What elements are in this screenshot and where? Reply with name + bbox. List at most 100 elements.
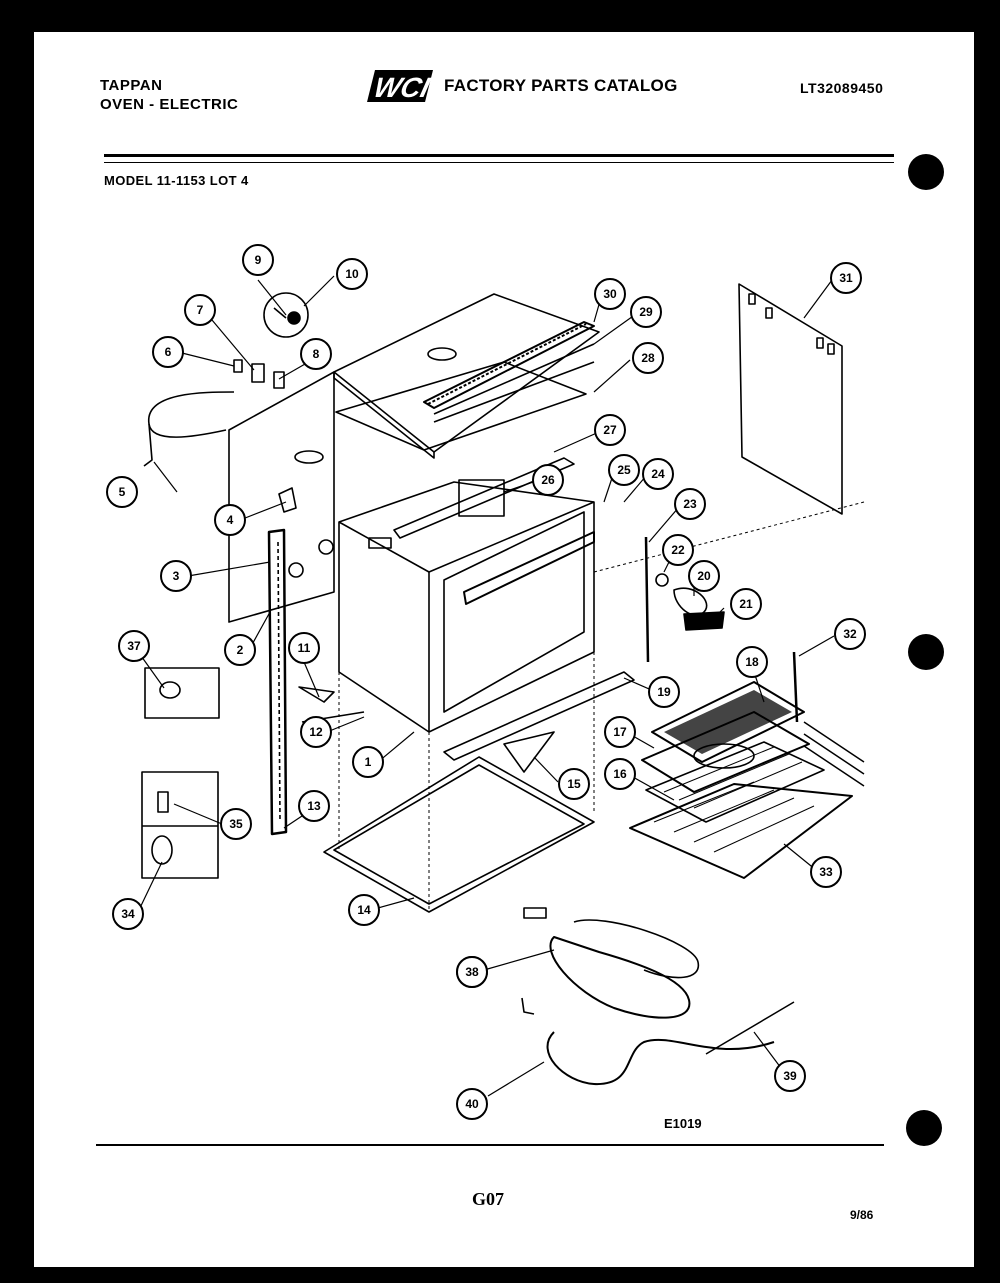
callout-number: 23 xyxy=(683,497,697,511)
callout-bubble xyxy=(632,342,664,374)
power-cord-part xyxy=(148,391,235,438)
callout-bubble xyxy=(642,458,674,490)
callout-30: 30 xyxy=(594,278,626,310)
callout-17: 17 xyxy=(604,716,636,748)
oven-vent-part-26 xyxy=(458,479,505,517)
callout-29: 29 xyxy=(630,296,662,328)
callout-number: 16 xyxy=(613,767,627,781)
broil-element-40 xyxy=(546,1031,775,1086)
bracket-7-part xyxy=(251,363,265,383)
callout-number: 27 xyxy=(603,423,617,437)
part-37-ring xyxy=(159,681,181,699)
callout-31: 31 xyxy=(830,262,862,294)
side-panel-slot xyxy=(294,450,324,464)
callout-number: 20 xyxy=(697,569,711,583)
catalog-title: FACTORY PARTS CATALOG xyxy=(444,76,678,95)
rod-23-part xyxy=(644,536,650,663)
thermostat-21-part xyxy=(683,611,725,631)
wci-logo: WCI xyxy=(364,66,444,106)
callout-bubble xyxy=(300,338,332,370)
oven-rack-33-bars xyxy=(653,781,815,853)
callout-number: 8 xyxy=(313,347,320,361)
bottom-panel-inner xyxy=(333,764,585,905)
callout-number: 11 xyxy=(298,641,311,655)
callout-bubble xyxy=(810,856,842,888)
callout-bubble xyxy=(674,488,706,520)
callout-27: 27 xyxy=(594,414,626,446)
callout-number: 26 xyxy=(541,473,555,487)
callout-number: 39 xyxy=(783,1069,797,1083)
callout-bubble xyxy=(830,262,862,294)
knob-shaft xyxy=(273,307,287,319)
rail-28-part xyxy=(433,361,595,423)
callout-bubble xyxy=(300,716,332,748)
bake-element-38 xyxy=(549,936,691,1019)
callout-24: 24 xyxy=(642,458,674,490)
callout-number: 33 xyxy=(819,865,833,879)
callout-32: 32 xyxy=(834,618,866,650)
grommet-22-part xyxy=(655,573,669,587)
callout-8: 8 xyxy=(300,338,332,370)
callout-33: 33 xyxy=(810,856,842,888)
leader-lines xyxy=(133,275,835,1097)
rack-side-rails xyxy=(803,721,865,787)
callout-number: 5 xyxy=(119,485,126,499)
callout-number: 10 xyxy=(345,267,359,281)
callout-bubble xyxy=(160,560,192,592)
oven-rail-25 xyxy=(463,531,595,605)
callout-18: 18 xyxy=(736,646,768,678)
callout-number: 28 xyxy=(641,351,655,365)
back-panel-slot-4 xyxy=(827,343,835,355)
callout-layer: 1234567891011121314151617181920212223242… xyxy=(106,244,866,1120)
oven-opening xyxy=(443,511,585,713)
side-panel-hole-1 xyxy=(318,539,334,555)
oven-rail-27 xyxy=(393,457,575,539)
broiler-grid-18 xyxy=(651,681,805,763)
callout-number: 24 xyxy=(651,467,665,481)
callout-number: 4 xyxy=(227,513,234,527)
callout-bubble xyxy=(214,504,246,536)
callout-bubble xyxy=(532,464,564,496)
callout-11: 11 xyxy=(288,632,320,664)
oven-liner-top-edge xyxy=(428,501,595,573)
back-panel-part xyxy=(738,283,843,515)
callout-39: 39 xyxy=(774,1060,806,1092)
knob-detail-circle xyxy=(263,292,309,338)
callout-number: 38 xyxy=(465,965,479,979)
bracket-6-part xyxy=(233,359,243,373)
callout-bubble xyxy=(352,746,384,778)
hinge-15-part xyxy=(503,731,555,773)
element-terminal xyxy=(523,907,547,919)
callout-number: 12 xyxy=(309,725,323,739)
rod-32-part xyxy=(792,651,799,723)
callout-number: 14 xyxy=(357,903,371,917)
footer-rule xyxy=(96,1144,884,1146)
callout-21: 21 xyxy=(730,588,762,620)
callout-38: 38 xyxy=(456,956,488,988)
callout-15: 15 xyxy=(558,768,590,800)
callout-6: 6 xyxy=(152,336,184,368)
bake-element-38-loop xyxy=(573,919,699,979)
callout-13: 13 xyxy=(298,790,330,822)
rail-30-detail xyxy=(427,323,587,405)
callout-number: 35 xyxy=(229,817,243,831)
callout-number: 29 xyxy=(639,305,653,319)
callout-number: 31 xyxy=(839,271,853,285)
bracket-8-part xyxy=(273,371,285,389)
callout-number: 1 xyxy=(365,755,372,769)
part-34-ring xyxy=(151,835,173,865)
product-type: OVEN - ELECTRIC xyxy=(100,96,239,113)
callout-1: 1 xyxy=(352,746,384,778)
wci-logo-mark: WCI xyxy=(367,70,434,104)
page-code: G07 xyxy=(472,1189,505,1209)
callout-number: 25 xyxy=(617,463,631,477)
exploded-parts-diagram: 1234567891011121314151617181920212223242… xyxy=(106,244,866,1120)
callout-bubble xyxy=(288,632,320,664)
callout-bubble xyxy=(648,676,680,708)
element-40-terminal xyxy=(521,997,535,1015)
callout-number: 15 xyxy=(567,777,581,791)
oven-liner-left-edge xyxy=(338,521,430,573)
oven-terminal-block xyxy=(368,537,392,549)
callout-20: 20 xyxy=(688,560,720,592)
callout-number: 21 xyxy=(739,597,753,611)
